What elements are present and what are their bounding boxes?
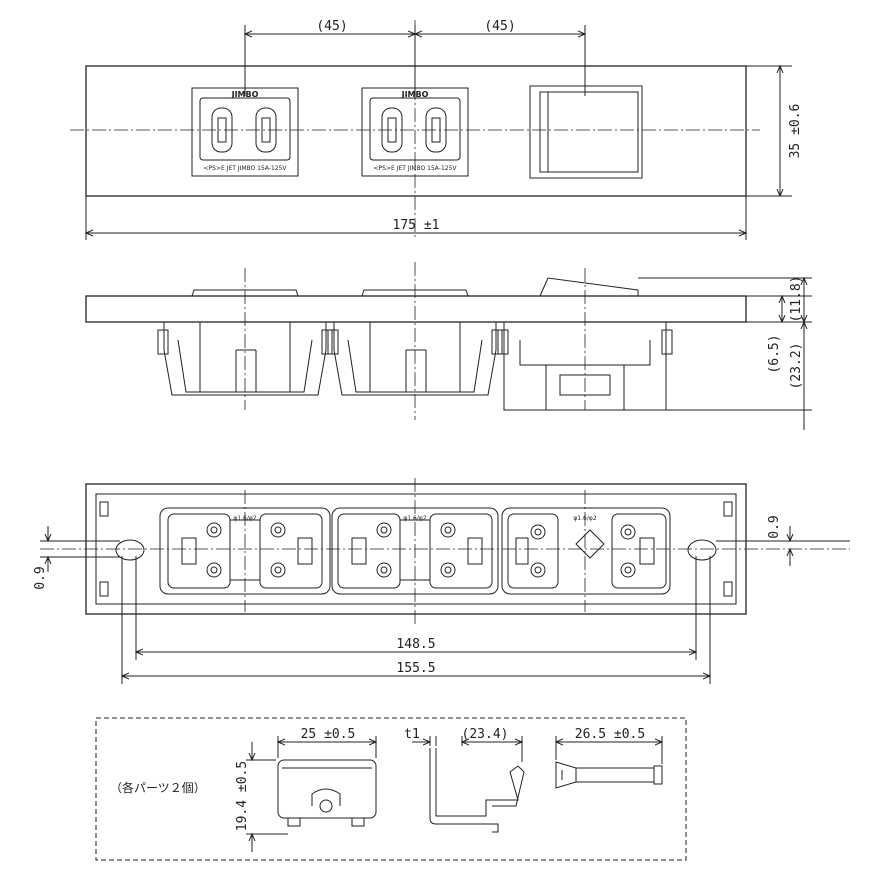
parts-note: （各パーツ２個） [110, 780, 206, 795]
cover-plate-top [85, 65, 747, 197]
terminal-mark-center: φ1.6/φ2 [403, 515, 426, 522]
side-dim-top-label: (11.8) [789, 276, 804, 323]
side-dim-mid-label: (6.5) [767, 334, 782, 373]
back-view-text: 0.9 0.9 148.5 155.5 φ1.6/φ2 φ1.6/φ2 φ1.6… [33, 515, 782, 676]
outlet-center-body [327, 322, 503, 396]
cover-plate-side [85, 295, 747, 323]
parts-box [95, 717, 687, 861]
pitch-right-label: (45) [484, 19, 515, 34]
outlet-left-brand: JIMBO [231, 90, 259, 99]
outlet-left-body [157, 322, 333, 396]
frame-width-label: 25 ±0.5 [301, 727, 356, 742]
bracket-length-label: (23.4) [462, 727, 509, 742]
width-label: 175 ±1 [393, 218, 440, 233]
screw-length-label: 26.5 ±0.5 [575, 727, 645, 742]
frame-height-label: 19.4 ±0.5 [235, 761, 250, 831]
frame-part [277, 759, 377, 827]
bracket-thickness-label: t1 [404, 727, 420, 742]
cover-plate-back [85, 483, 747, 615]
side-view [85, 262, 812, 430]
pitch-left-label: (45) [316, 19, 347, 34]
terminal-mark-switch: φ1.6/φ2 [573, 515, 596, 522]
hole-pitch-label: 148.5 [396, 637, 435, 652]
parts-text: （各パーツ２個） 25 ±0.5 19.4 ±0.5 t1 (23.4) 26.… [110, 727, 645, 831]
back-view [40, 478, 850, 684]
outlet-left-rating: <PS>E JET JIMBO 15A-125V [204, 165, 288, 172]
terminal-mark-left: φ1.6/φ2 [233, 515, 256, 522]
height-label: 35 ±0.6 [788, 104, 803, 159]
switch-back [501, 507, 671, 595]
top-view-text: (45) (45) 35 ±0.6 175 ±1 JIMBO <PS>E JET… [204, 19, 804, 233]
mount-hole-left [115, 539, 145, 561]
side-dim-total-label: (23.2) [789, 343, 804, 390]
outlet-center-rating: <PS>E JET JIMBO 15A-125V [374, 165, 458, 172]
screw-part [555, 761, 663, 789]
switch-body [497, 322, 673, 411]
overall-label: 155.5 [396, 661, 435, 676]
side-view-text: (11.8) (6.5) (23.2) [767, 276, 804, 390]
bracket-part [429, 748, 525, 833]
outlet-left-back [159, 507, 331, 595]
outlet-center [361, 87, 469, 177]
outlet-left [191, 87, 299, 177]
mount-hole-right [687, 539, 717, 561]
top-view [70, 20, 792, 240]
outlet-center-brand: JIMBO [401, 90, 429, 99]
switch-top [529, 85, 643, 179]
outlet-center-back [331, 507, 499, 595]
offset-left-label: 0.9 [33, 566, 48, 589]
offset-right-label: 0.9 [767, 515, 782, 538]
